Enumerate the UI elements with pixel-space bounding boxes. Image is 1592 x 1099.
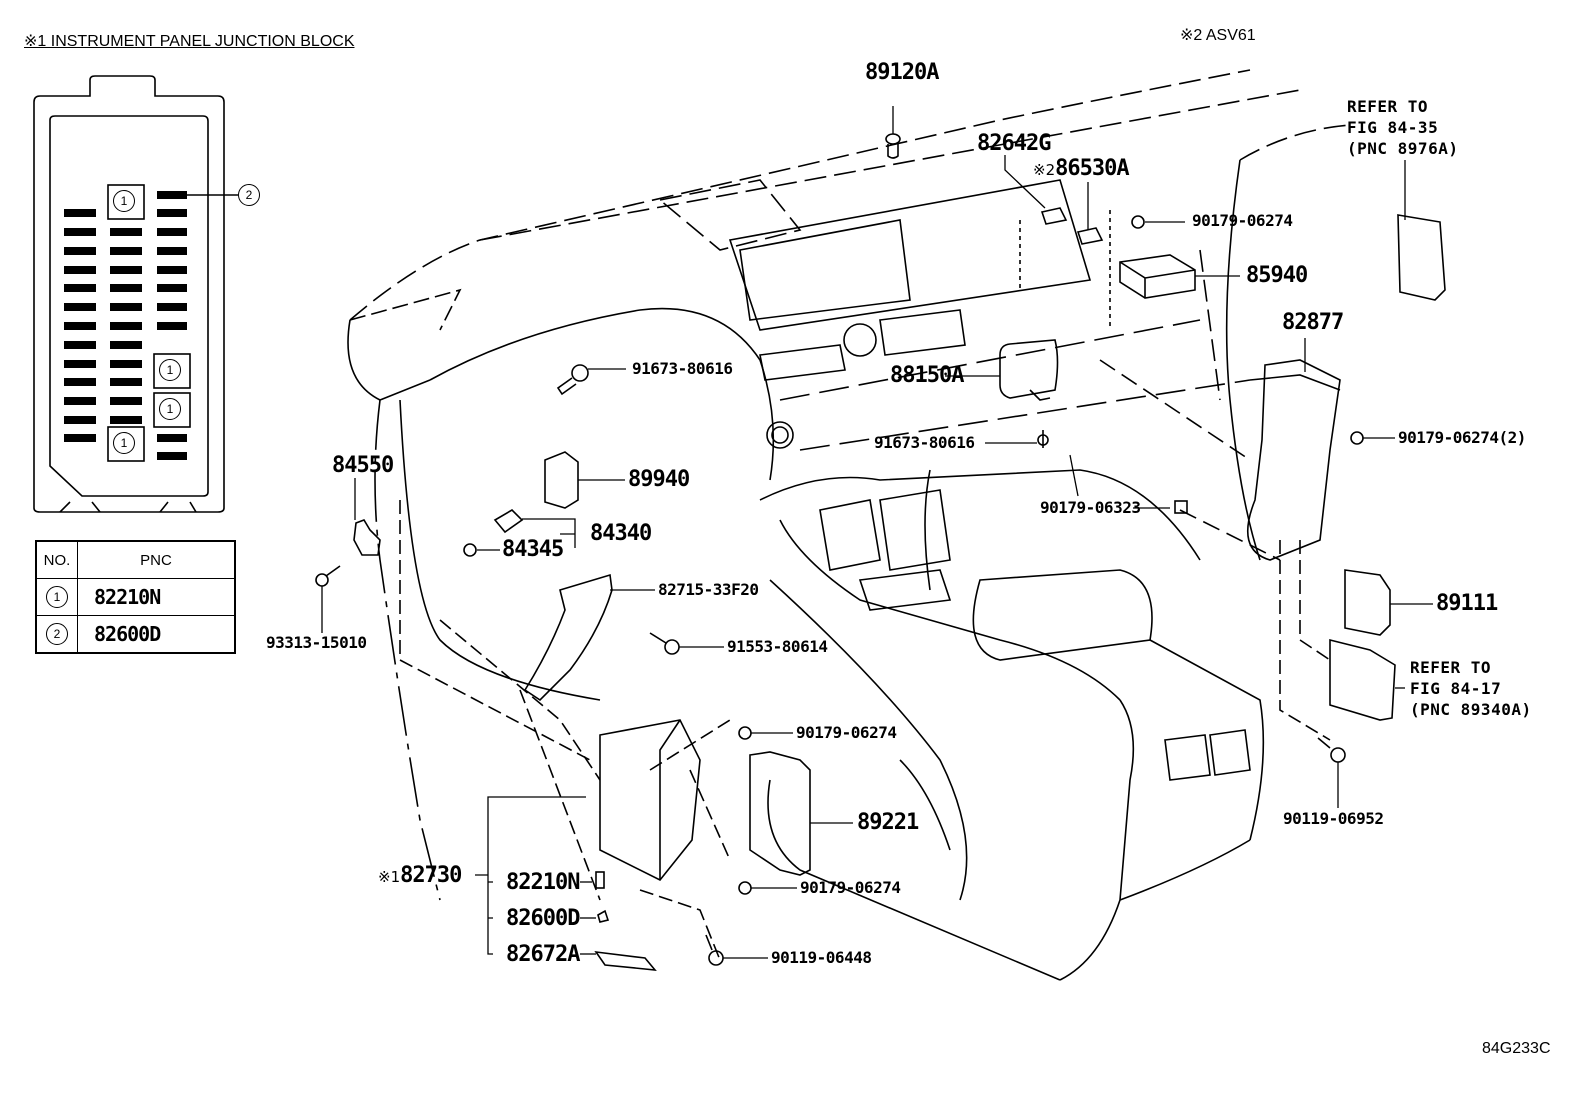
pnc-table: NO. PNC 1 82210N 2 82600D	[35, 540, 236, 654]
part-85940[interactable]: 85940	[1246, 263, 1308, 288]
ref-line: REFER TO	[1347, 97, 1429, 116]
row-number: 2	[46, 623, 68, 645]
part-82730-group: ※182730	[378, 863, 462, 888]
ref-line: FIG 84-35	[1347, 118, 1439, 137]
part-89221[interactable]: 89221	[857, 810, 919, 835]
row-pnc: 82210N	[77, 578, 236, 616]
part-82642G[interactable]: 82642G	[977, 131, 1051, 156]
callout-1-right-a: 1	[159, 359, 181, 381]
part-82600D[interactable]: 82600D	[506, 906, 580, 931]
component-drawings	[315, 133, 1446, 971]
leader-lines	[321, 106, 1433, 959]
part-84550[interactable]: 84550	[332, 453, 394, 478]
part-86530A-group: ※286530A	[1033, 156, 1130, 181]
reference-fig-84-17[interactable]: REFER TO FIG 84-17 (PNC 89340A)	[1410, 657, 1532, 720]
part-90119-06952[interactable]: 90119-06952	[1283, 809, 1384, 828]
ref-line: (PNC 8976A)	[1347, 139, 1459, 158]
junction-block-mark: ※1	[378, 868, 401, 886]
figure-id: 84G233C	[1482, 1040, 1551, 1057]
callout-1-label: 1	[159, 359, 181, 381]
part-90179-06274-low[interactable]: 90179-06274	[800, 878, 901, 897]
part-88150A[interactable]: 88150A	[890, 363, 964, 388]
callout-2-label: 2	[238, 184, 260, 206]
part-89120A[interactable]: 89120A	[865, 60, 939, 85]
part-82730[interactable]: 82730	[400, 863, 462, 888]
part-91553-80614[interactable]: 91553-80614	[727, 637, 828, 656]
row-pnc: 82600D	[77, 615, 236, 654]
table-row: 1 82210N	[35, 578, 236, 616]
callout-1-right-b: 1	[159, 398, 181, 420]
part-84345[interactable]: 84345	[502, 537, 564, 562]
part-93313-15010[interactable]: 93313-15010	[266, 633, 367, 652]
callout-1-bottom: 1	[113, 432, 135, 454]
ref-line: FIG 84-17	[1410, 679, 1502, 698]
part-82877[interactable]: 82877	[1282, 310, 1344, 335]
header-no: NO.	[35, 540, 78, 579]
part-90179-06274-2[interactable]: 90179-06274(2)	[1398, 428, 1526, 447]
callout-1-label: 1	[113, 190, 135, 212]
junction-block-drawing	[33, 75, 238, 513]
part-89111[interactable]: 89111	[1436, 591, 1498, 616]
reference-fig-84-35[interactable]: REFER TO FIG 84-35 (PNC 8976A)	[1347, 96, 1458, 159]
part-91673-80616-b[interactable]: 91673-80616	[874, 433, 975, 452]
callout-1-label: 1	[159, 398, 181, 420]
row-number: 1	[46, 586, 68, 608]
part-91673-80616-a[interactable]: 91673-80616	[632, 359, 733, 378]
part-89940[interactable]: 89940	[628, 467, 690, 492]
callout-1-label: 1	[113, 432, 135, 454]
part-90179-06274-top[interactable]: 90179-06274	[1192, 211, 1293, 230]
part-90119-06448[interactable]: 90119-06448	[771, 948, 872, 967]
junction-block-title: ※1 INSTRUMENT PANEL JUNCTION BLOCK	[24, 33, 355, 50]
part-84340[interactable]: 84340	[590, 521, 652, 546]
dashboard-drawing	[347, 69, 1351, 981]
part-90179-06323[interactable]: 90179-06323	[1040, 498, 1141, 517]
asv61-mark: ※2	[1033, 161, 1056, 179]
part-86530A[interactable]: 86530A	[1055, 156, 1129, 181]
model-note: ※2 ASV61	[1180, 27, 1256, 44]
ref-line: (PNC 89340A)	[1410, 700, 1532, 719]
callout-1-top: 1	[113, 190, 135, 212]
fuse-slots	[64, 191, 187, 460]
part-82715-33F20[interactable]: 82715-33F20	[658, 580, 759, 599]
part-82210N[interactable]: 82210N	[506, 870, 580, 895]
part-82672A[interactable]: 82672A	[506, 942, 580, 967]
part-90179-06274-mid[interactable]: 90179-06274	[796, 723, 897, 742]
callout-2: 2	[238, 184, 260, 206]
pnc-table-header: NO. PNC	[35, 540, 236, 579]
ref-line: REFER TO	[1410, 658, 1492, 677]
table-row: 2 82600D	[35, 615, 236, 654]
header-pnc: PNC	[77, 540, 236, 579]
